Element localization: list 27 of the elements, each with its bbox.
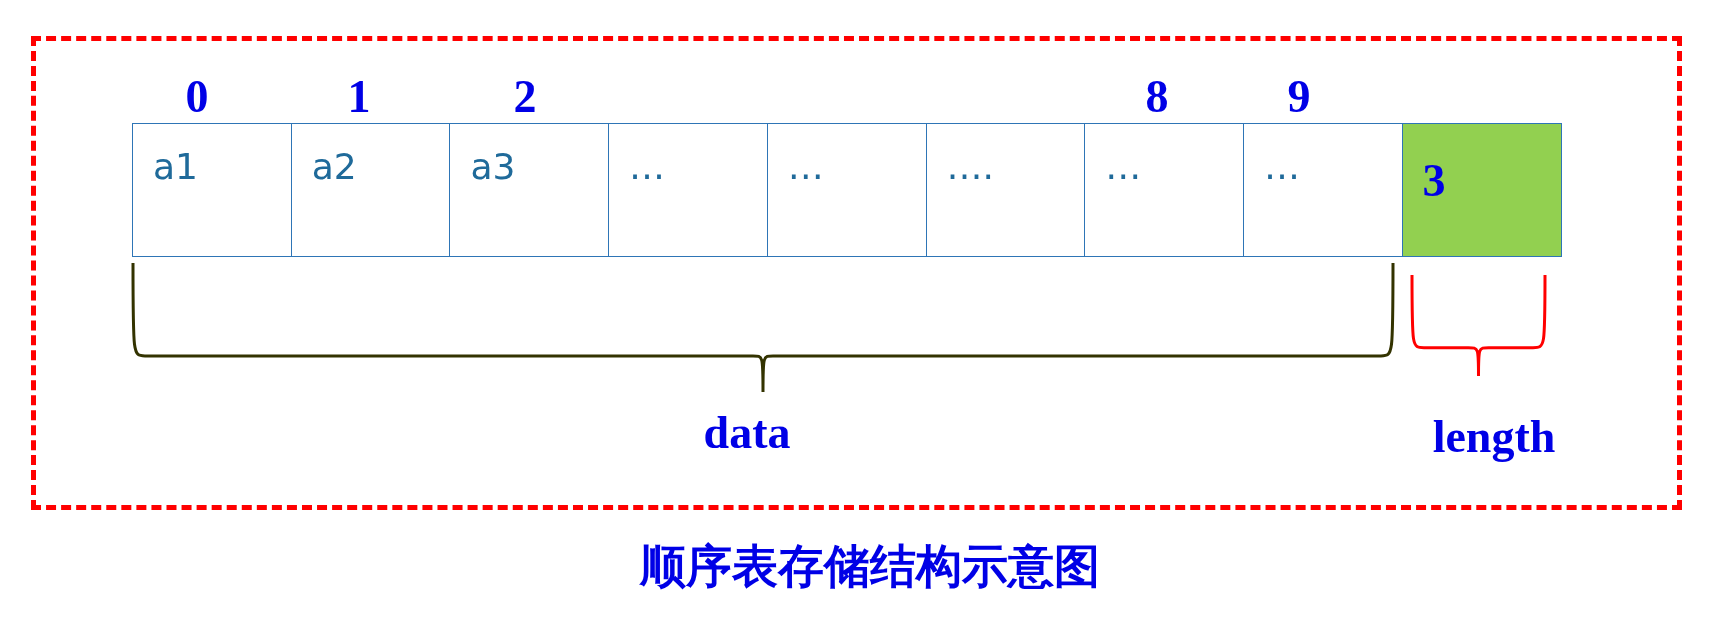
dashed-frame <box>31 36 1682 510</box>
element-value: … <box>1263 146 1300 187</box>
array-cell <box>132 123 293 257</box>
index-label: 0 <box>185 69 209 123</box>
element-value: … <box>629 146 666 187</box>
element-value: a3 <box>470 146 516 187</box>
element-value: …. <box>946 146 994 187</box>
array-cell <box>1242 123 1404 257</box>
field-label: length <box>1432 409 1556 463</box>
index-label: 8 <box>1145 69 1169 123</box>
index-label: 9 <box>1287 69 1311 123</box>
array-cell <box>766 123 927 257</box>
element-value: a2 <box>311 146 357 187</box>
length-value: 3 <box>1422 154 1446 207</box>
index-label: 2 <box>513 69 537 123</box>
array-cell <box>608 123 769 257</box>
array-cell <box>290 123 451 257</box>
element-value: … <box>787 146 824 187</box>
field-label: data <box>703 405 791 459</box>
caption: 顺序表存储结构示意图 <box>640 538 1100 595</box>
array-cell <box>1401 123 1562 257</box>
element-value: … <box>1105 146 1142 187</box>
element-value: a1 <box>153 146 198 187</box>
array-cell <box>1084 123 1245 257</box>
array-cell <box>925 123 1086 257</box>
array-cell <box>449 123 610 257</box>
index-label: 1 <box>347 69 371 123</box>
